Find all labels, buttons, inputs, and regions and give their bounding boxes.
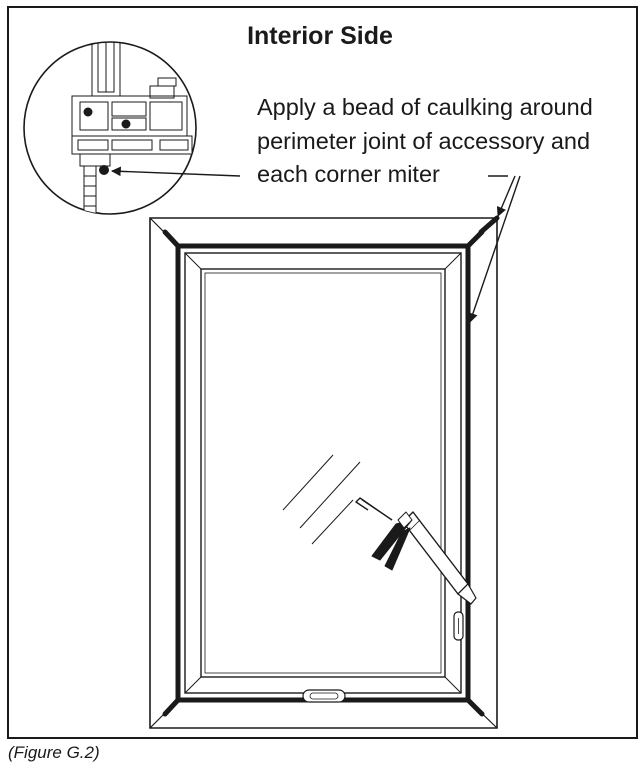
window-assembly bbox=[149, 215, 500, 729]
leader-to-perimeter bbox=[468, 175, 521, 323]
frame-profile-section bbox=[71, 42, 193, 214]
caulking-note-line-3: each corner miter bbox=[257, 161, 440, 187]
lock-handle bbox=[453, 611, 464, 641]
crank-handle bbox=[302, 689, 346, 703]
figure-title: Interior Side bbox=[247, 22, 393, 50]
leader-lines bbox=[111, 166, 521, 323]
glass-reflection-lines bbox=[282, 454, 361, 545]
figure-border bbox=[7, 6, 638, 739]
caulk-bead-corner-miters bbox=[162, 215, 500, 717]
figure-caption: (Figure G.2) bbox=[8, 743, 100, 762]
caulking-note-line-1: Apply a bead of caulking around bbox=[257, 94, 593, 120]
detail-callout bbox=[23, 41, 197, 215]
caulking-gun bbox=[355, 497, 477, 605]
caulk-bead-dot bbox=[99, 165, 109, 175]
sash-miter-lines bbox=[184, 252, 462, 694]
leader-to-corner-miter bbox=[496, 175, 516, 217]
caulking-note-line-2: perimeter joint of accessory and bbox=[257, 128, 590, 154]
glass-inner-edge bbox=[204, 272, 442, 674]
caulking-note: Apply a bead of caulking around perimete… bbox=[257, 94, 599, 187]
leader-to-detail bbox=[111, 166, 241, 177]
glass-pane bbox=[200, 268, 446, 678]
